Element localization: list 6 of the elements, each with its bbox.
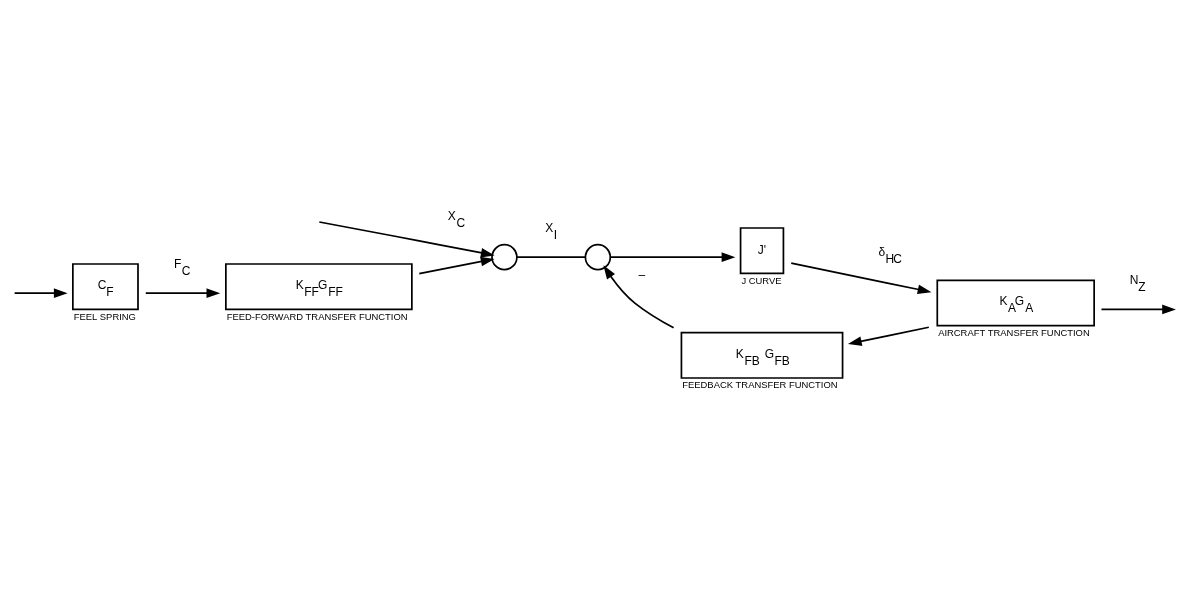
node-label: FEED-FORWARD TRANSFER FUNCTION — [226, 310, 408, 322]
node-label: AIRCRAFT TRANSFER FUNCTION — [938, 326, 1090, 338]
node-label: FEEL SPRING — [73, 310, 136, 322]
edge-label: – — [638, 267, 646, 282]
node-label: J CURVE — [741, 274, 782, 286]
node-label: FEEDBACK TRANSFER FUNCTION — [682, 379, 838, 391]
